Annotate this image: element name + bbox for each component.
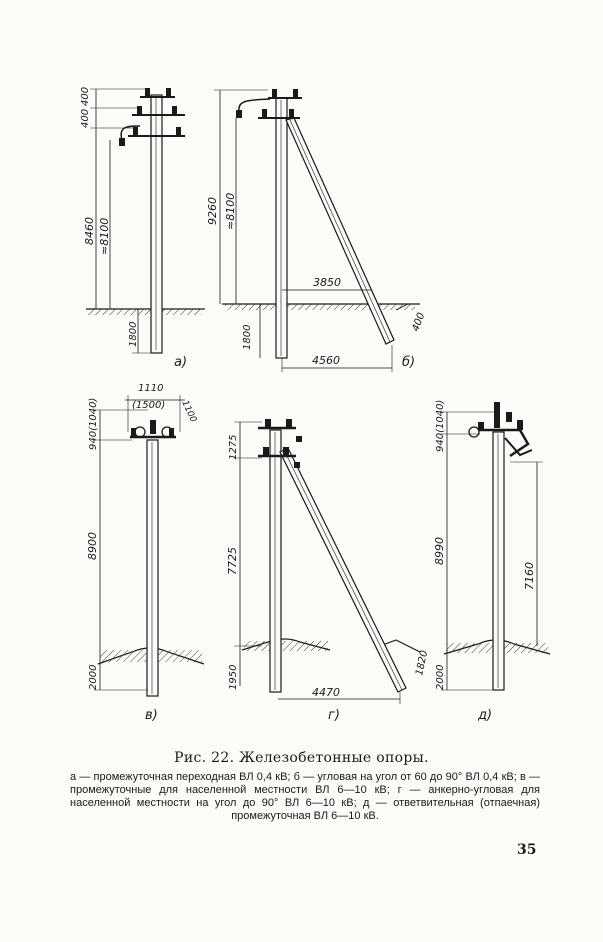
figure-caption-body: а — промежуточная переходная ВЛ 0,4 кВ; … (70, 771, 540, 822)
pole-a (150, 94, 163, 354)
label-d: д) (477, 708, 492, 723)
dim-a-1800: 1800 (128, 322, 139, 347)
dim-b-400: 400 (410, 311, 427, 333)
dim-d-2000: 2000 (435, 665, 446, 690)
dim-v-2000: 2000 (88, 665, 99, 690)
dim-g-1950: 1950 (228, 665, 239, 690)
dim-g-7725: 7725 (226, 547, 239, 575)
figure-drawings: 400 400 8460 ≈8100 1800 а) 9260 ≈8100 38… (80, 87, 551, 723)
dim-v-940: 940(1040) (88, 398, 99, 450)
pole-d (492, 431, 505, 691)
dim-b-3850: 3850 (313, 276, 341, 289)
dim-b-1800: 1800 (242, 325, 253, 350)
dim-b-4560: 4560 (312, 354, 340, 367)
dim-b-8100: ≈8100 (224, 193, 237, 230)
pole-b (275, 97, 288, 359)
dim-d-8990: 8990 (433, 537, 446, 565)
pole-g (269, 429, 282, 693)
label-a: а) (174, 355, 187, 370)
diagram-v (94, 395, 205, 697)
dim-a-8100: ≈8100 (98, 218, 111, 255)
dim-a-400-top: 400 (80, 87, 91, 106)
dim-g-4470: 4470 (312, 686, 340, 699)
diagram-a (86, 88, 205, 354)
diagram-b (214, 89, 420, 372)
diagram-g (234, 419, 421, 704)
label-v: в) (145, 708, 158, 723)
insulators-a (119, 88, 181, 146)
page-number: 35 (517, 842, 537, 858)
label-g: г) (328, 708, 340, 723)
dim-b-9260: 9260 (206, 197, 219, 225)
diagram-d (441, 402, 551, 691)
figure-caption-title: Рис. 22. Железобетонные опоры. (174, 750, 429, 766)
dim-a-8460: 8460 (83, 217, 96, 245)
dim-g-1275: 1275 (228, 435, 239, 460)
dim-g-1820: 1820 (414, 649, 430, 676)
dim-v-1110: 1110 (138, 383, 163, 394)
dim-v-1500: (1500) (132, 400, 165, 411)
pole-v (146, 439, 159, 697)
label-b: б) (402, 355, 415, 370)
dim-a-400-mid: 400 (80, 109, 91, 128)
dim-d-7160: 7160 (523, 562, 536, 590)
dim-d-940: 940(1040) (435, 400, 446, 452)
dim-v-8900: 8900 (86, 532, 99, 560)
dim-v-1100: 1100 (179, 399, 198, 424)
